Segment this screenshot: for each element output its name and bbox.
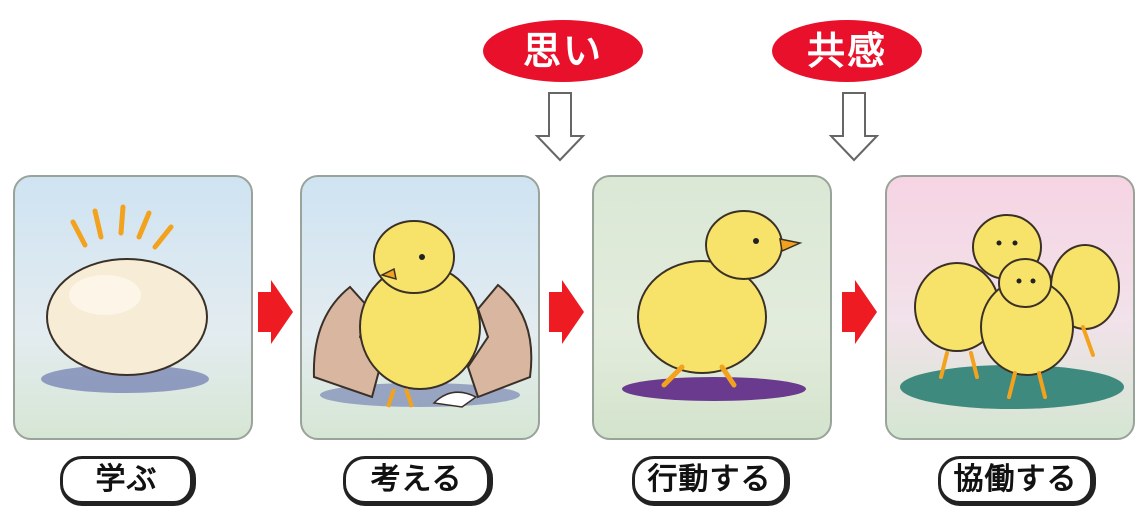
panel-cooperate xyxy=(885,175,1135,440)
step-label-think: 考える xyxy=(343,456,493,506)
badge-kyokan: 共感 xyxy=(772,20,922,82)
panel-act xyxy=(592,175,832,440)
badge-omoi: 思い xyxy=(483,20,643,82)
step-label-learn: 学ぶ xyxy=(60,456,196,506)
panel-think xyxy=(300,175,540,440)
hatching-chick-illustration xyxy=(312,220,533,408)
egg-illustration xyxy=(41,204,209,393)
panel-learn xyxy=(13,175,253,440)
right-arrow-icon-3 xyxy=(842,280,877,344)
right-arrow-icon-2 xyxy=(549,280,584,344)
chick-group-illustration xyxy=(900,214,1124,409)
right-arrow-icon-1 xyxy=(258,280,293,344)
step-label-act: 行動する xyxy=(632,456,790,506)
down-arrow-icon-kyokan xyxy=(828,92,880,162)
step-label-cooperate: 協働する xyxy=(938,456,1096,506)
walking-chick-illustration xyxy=(622,210,806,401)
down-arrow-icon-omoi xyxy=(534,92,586,162)
sparkle-icon xyxy=(70,204,174,250)
